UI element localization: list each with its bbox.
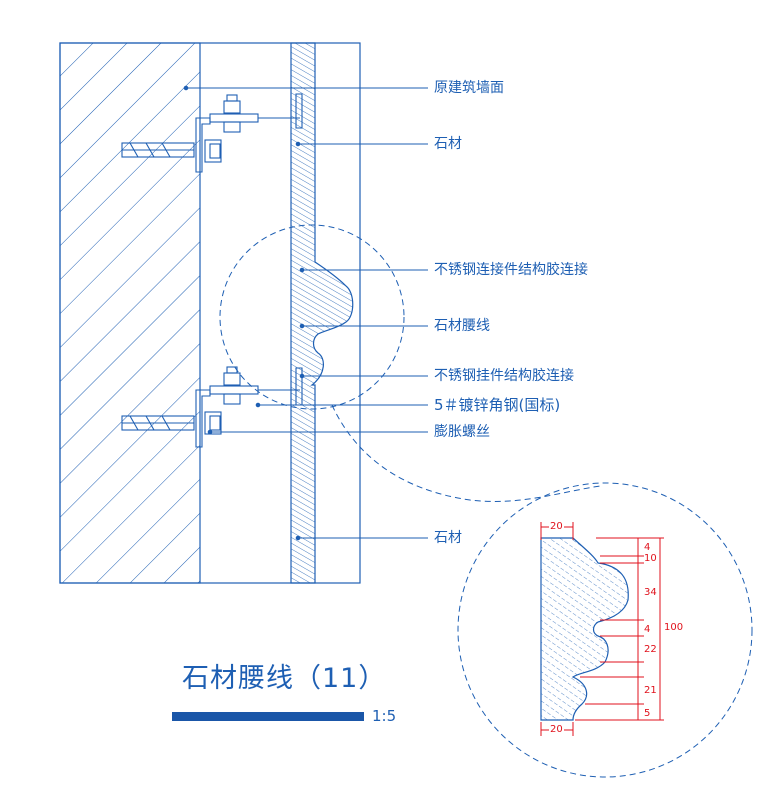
stone-slab-with-molding: [290, 42, 354, 584]
drawing-scale: 1:5: [372, 707, 397, 725]
label-stone-top: 石材: [434, 136, 462, 152]
detail-circle-small: [219, 224, 405, 410]
detail-circle-large: [457, 482, 753, 778]
label-angle-steel: 5＃镀锌角钢(国标): [434, 396, 561, 414]
original-wall-hatch: [59, 42, 201, 584]
upper-bracket: [121, 93, 303, 173]
label-stone-bottom: 石材: [434, 530, 462, 546]
dim-d5: 22: [644, 644, 657, 655]
label-expansion-bolt: 膨胀螺丝: [434, 424, 490, 440]
dim-d6: 21: [644, 685, 657, 696]
label-wall-surface: 原建筑墙面: [434, 80, 504, 96]
title-underline-bar: [172, 712, 364, 721]
dim-d2: 10: [644, 553, 657, 564]
leader-lines: [183, 85, 428, 541]
drawing-title: 石材腰线（11）: [182, 663, 387, 694]
dim-d3: 34: [644, 587, 657, 598]
dim-d1: 4: [644, 542, 651, 553]
label-steel-connector-glue: 不锈钢连接件结构胶连接: [434, 262, 588, 278]
dim-total: 100: [664, 622, 684, 633]
detail-connector-curve: [331, 404, 601, 502]
label-steel-hanger-glue: 不锈钢挂件结构胶连接: [434, 368, 574, 384]
dim-d7: 5: [644, 708, 651, 719]
dim-top-width: 20: [549, 519, 564, 535]
enlarged-molding-profile: [540, 537, 629, 721]
dim-d4: 4: [644, 624, 651, 635]
dimension-lines: [540, 522, 664, 736]
dim-bottom-width: 20: [549, 722, 564, 738]
label-stone-molding: 石材腰线: [434, 318, 490, 334]
